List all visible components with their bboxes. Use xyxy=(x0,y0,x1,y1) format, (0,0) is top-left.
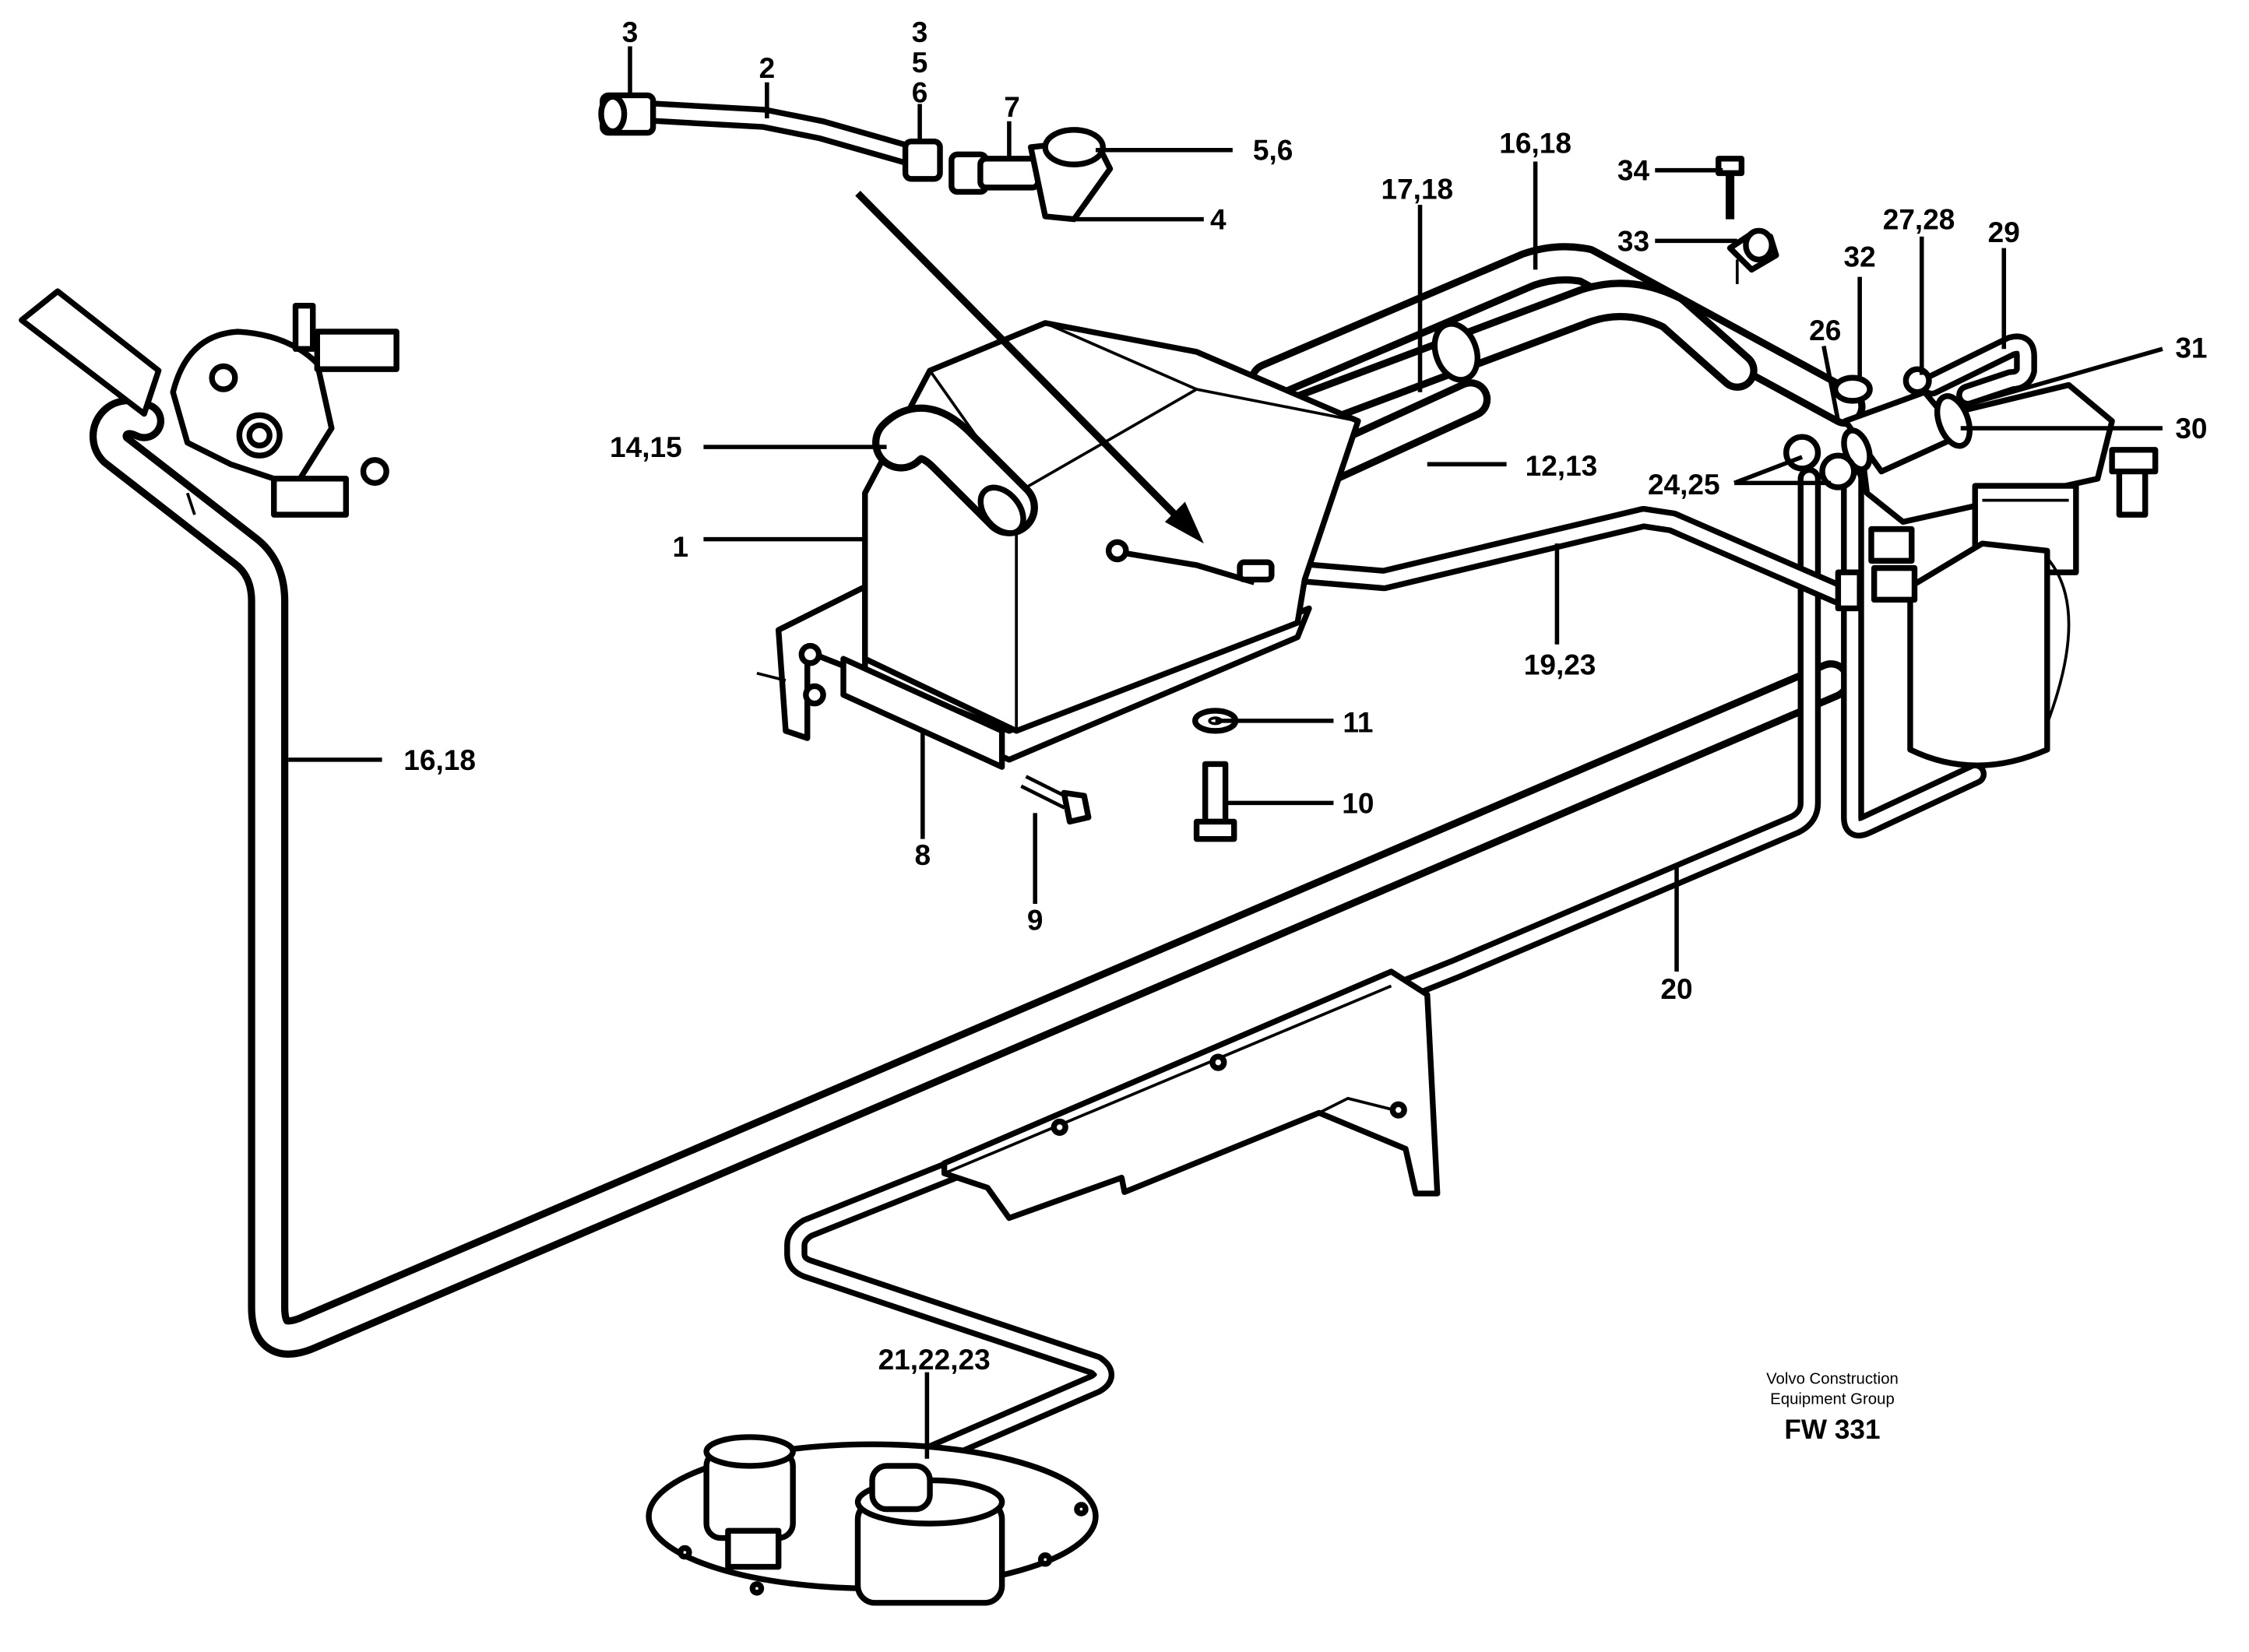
fuel-pipe-2-detail xyxy=(598,92,1114,223)
label-8: 8 xyxy=(915,838,931,871)
engine-fuel-pump-component xyxy=(19,288,399,518)
clip-33 xyxy=(1726,227,1779,284)
label-3-right: 3 xyxy=(912,16,928,48)
label-19-23: 19,23 xyxy=(1524,648,1596,681)
label-5-6: 5,6 xyxy=(1253,134,1293,167)
fuel-hose-17-18 xyxy=(1277,279,1758,434)
detail-arrow xyxy=(855,191,1204,544)
footer-code: FW 331 xyxy=(1784,1415,1880,1445)
label-7: 7 xyxy=(1004,90,1020,123)
fuel-hose-16-18-left xyxy=(90,396,1852,1358)
label-14-15: 14,15 xyxy=(610,431,682,463)
label-24-25: 24,25 xyxy=(1648,468,1720,501)
bolt-34 xyxy=(1716,156,1745,220)
label-29: 29 xyxy=(1988,216,2020,248)
fuel-pipe-20 xyxy=(784,467,1821,1471)
footer-company-line1: Volvo Construction xyxy=(1766,1370,1899,1387)
label-5: 5 xyxy=(912,46,928,79)
label-16-18-top: 16,18 xyxy=(1499,126,1571,159)
fuel-pipe-filter-drop xyxy=(1841,467,1987,838)
label-27-28: 27,28 xyxy=(1883,203,1955,236)
label-32: 32 xyxy=(1844,241,1876,273)
label-33: 33 xyxy=(1617,224,1649,257)
label-6: 6 xyxy=(912,76,928,109)
label-31: 31 xyxy=(2175,331,2207,364)
label-1: 1 xyxy=(673,530,689,563)
label-3-left: 3 xyxy=(622,16,639,48)
label-2: 2 xyxy=(759,51,776,84)
fuel-heater-housing xyxy=(756,320,1361,770)
fuel-filter-assembly xyxy=(1783,333,2159,768)
label-17-18: 17,18 xyxy=(1381,173,1453,206)
part-labels: 1 2 3 3 5 6 7 5,6 4 14,15 8 9 11 10 12,1… xyxy=(403,16,2207,1376)
label-9: 9 xyxy=(1027,903,1044,936)
fuel-tank-sender-unit xyxy=(646,1434,1099,1606)
bolt-9 xyxy=(1020,775,1092,825)
footer-company-line2: Equipment Group xyxy=(1770,1390,1895,1408)
label-34: 34 xyxy=(1617,154,1650,187)
fuel-hose-16-18-upper xyxy=(1248,243,1866,427)
label-20: 20 xyxy=(1660,972,1692,1005)
fuel-pipe-19-23 xyxy=(1286,506,1850,606)
label-16-18-left: 16,18 xyxy=(403,743,476,776)
bolt-10 xyxy=(1193,761,1237,842)
label-21-22-23: 21,22,23 xyxy=(878,1343,991,1376)
label-4: 4 xyxy=(1210,203,1227,236)
footer-block: Volvo Construction Equipment Group FW 33… xyxy=(1766,1370,1899,1444)
label-12-13: 12,13 xyxy=(1526,449,1598,482)
leader-lines xyxy=(288,46,2163,1459)
label-26: 26 xyxy=(1809,314,1841,346)
label-10: 10 xyxy=(1342,786,1374,819)
label-11: 11 xyxy=(1343,706,1373,739)
label-30: 30 xyxy=(2175,412,2207,445)
support-bracket xyxy=(941,968,1441,1221)
